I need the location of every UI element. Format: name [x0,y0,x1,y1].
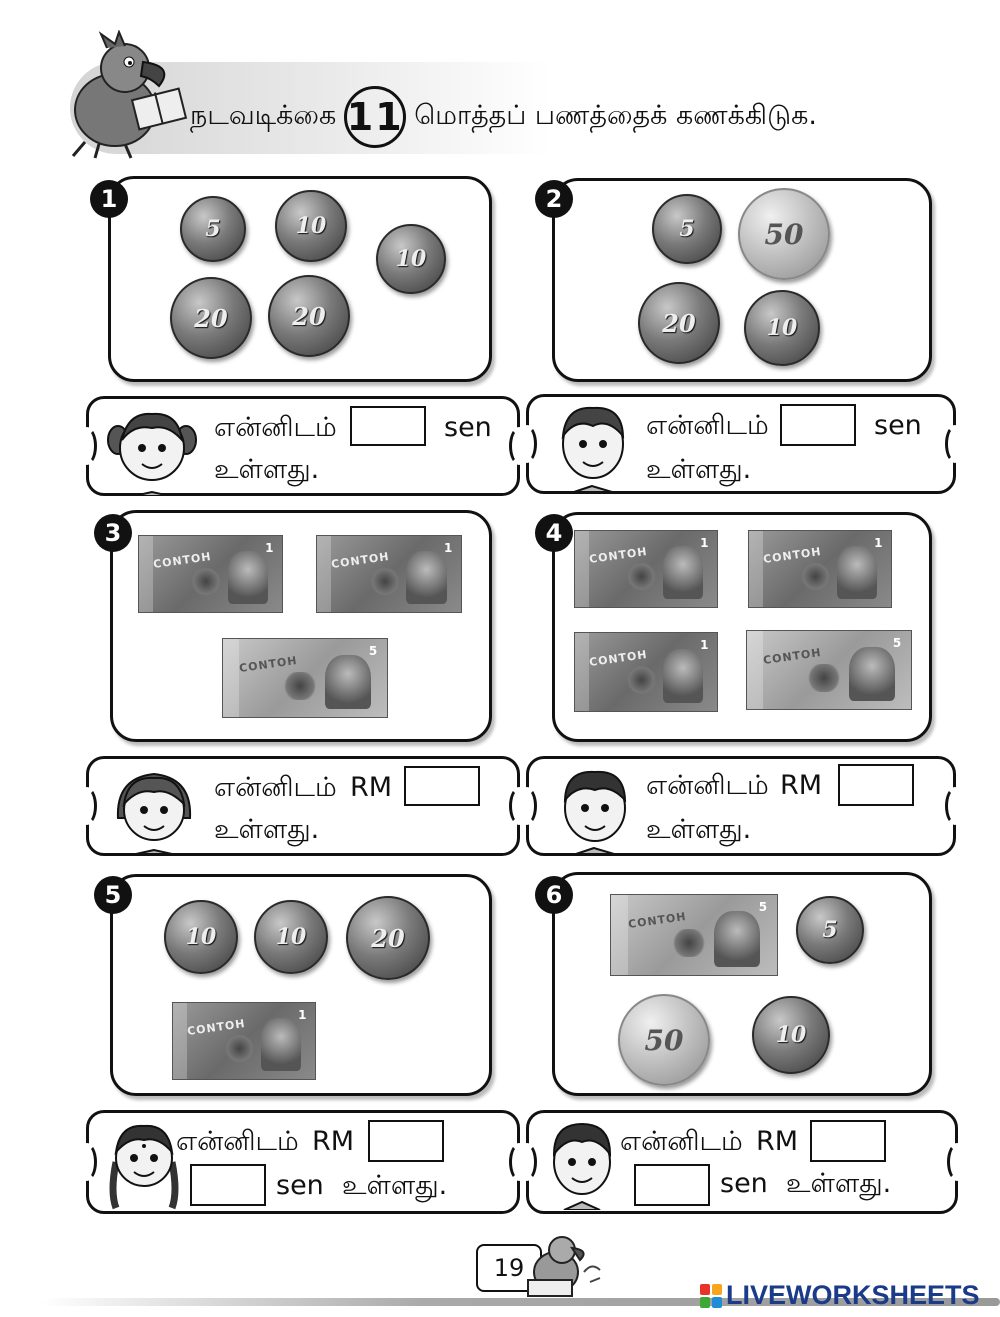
coin-10-sen: 10 [744,290,820,366]
have-end-label: உள்ளது. [214,454,320,485]
sen-label: sen [444,412,492,443]
rm-label: RM [756,1126,799,1157]
answer-input-1[interactable] [350,406,426,446]
girl-face-icon [107,412,197,496]
bottom-bar [40,1298,1000,1306]
have-end-label: உள்ளது. [786,1168,892,1199]
coin-50-sen: 50 [738,188,830,280]
exercise-2-box [552,178,932,382]
exercise-4-number: 4 [535,514,573,552]
coin-10-sen: 10 [254,900,328,974]
bird-reading-book-icon [71,30,188,159]
instruction-text: மொத்தப் பணத்தைக் கணக்கிடுக. [414,99,817,131]
have-end-label: உள்ளது. [342,1170,448,1201]
coin-10-sen: 10 [164,900,238,974]
coin-10-sen: 10 [752,996,830,1074]
have-end-label: உள்ளது. [646,454,752,485]
coin-20-sen: 20 [170,277,252,359]
coin-50-sen: 50 [618,994,710,1086]
have-end-label: உள்ளது. [646,814,752,845]
i-have-label: என்னிடம் [214,772,337,803]
girl-face-icon [116,772,192,854]
girl-braids-face-icon [109,1124,179,1210]
liveworksheets-logo-icon [700,1283,722,1308]
bird-reading-icon [527,1236,601,1297]
i-have-label: என்னிடம் [646,770,769,801]
watermark: LIVEWORKSHEETS [700,1280,980,1311]
answer-input-6-rm[interactable] [810,1120,886,1162]
i-have-label: என்னிடம் [214,412,337,443]
watermark-text: LIVEWORKSHEETS [726,1280,980,1310]
answer-input-3[interactable] [404,766,480,806]
sen-label: sen [874,410,922,441]
activity-label: நடவடிக்கை [190,99,337,131]
boy-face-icon [563,770,627,854]
exercise-2-number: 2 [535,180,573,218]
exercise-6-number: 6 [535,876,573,914]
boy-face-icon [561,406,625,492]
i-have-label: என்னிடம் [646,410,769,441]
sen-label: sen [720,1168,768,1199]
have-end-label: உள்ளது. [214,814,320,845]
coin-20-sen: 20 [268,275,350,357]
rm-label: RM [350,772,393,803]
answer-input-2[interactable] [780,404,856,446]
answer-input-5-sen[interactable] [190,1164,266,1206]
coin-5-sen: 5 [180,196,246,262]
exercise-1-number: 1 [90,180,128,218]
answer-input-4[interactable] [838,764,914,806]
i-have-label: என்னிடம் [176,1126,299,1157]
rm-label: RM [780,770,823,801]
exercise-3-number: 3 [94,514,132,552]
coin-5-sen: 5 [652,194,722,264]
answer-input-5-rm[interactable] [368,1120,444,1162]
coin-20-sen: 20 [346,896,430,980]
coin-5-sen: 5 [796,896,864,964]
coin-20-sen: 20 [638,282,720,364]
i-have-label: என்னிடம் [620,1126,743,1157]
coin-10-sen: 10 [376,224,446,294]
activity-number: 11 [344,86,407,148]
header-title: நடவடிக்கை 11 மொத்தப் பணத்தைக் கணக்கிடுக. [190,86,817,148]
rm-label: RM [312,1126,355,1157]
exercise-5-number: 5 [94,876,132,914]
coin-10-sen: 10 [275,190,347,262]
answer-input-6-sen[interactable] [634,1164,710,1206]
sen-label: sen [276,1170,324,1201]
boy-face-icon [552,1122,612,1210]
